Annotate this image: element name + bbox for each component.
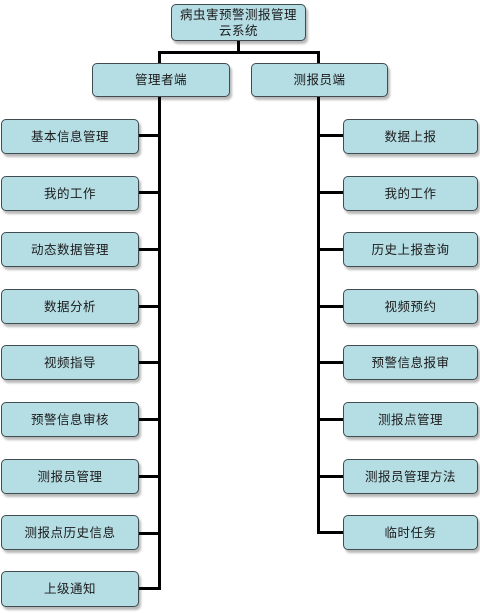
connector-reporter-item-2 <box>317 191 344 194</box>
connector-reporter-item-7 <box>317 475 344 478</box>
root-node: 病虫害预警测报管理 云系统 <box>171 4 306 41</box>
admin-item-1: 基本信息管理 <box>1 119 139 154</box>
admin-branch-node: 管理者端 <box>92 63 230 97</box>
connector-admin-item-3 <box>139 248 161 251</box>
connector-admin-item-4 <box>139 305 161 308</box>
admin-item-5: 视频指导 <box>1 345 139 380</box>
admin-item-2: 我的工作 <box>1 176 139 211</box>
connector-admin-spine <box>158 97 161 589</box>
connector-reporter-item-3 <box>317 248 344 251</box>
connector-admin-item-5 <box>139 361 161 364</box>
admin-item-3: 动态数据管理 <box>1 232 139 267</box>
reporter-item-4: 视频预约 <box>343 289 478 324</box>
reporter-item-3: 历史上报查询 <box>343 232 478 267</box>
connector-reporter-spine <box>317 97 320 533</box>
connector-admin-item-7 <box>139 475 161 478</box>
root-title-line-1: 病虫害预警测报管理 <box>179 6 297 22</box>
connector-admin-drop <box>158 51 161 64</box>
connector-branch-bar <box>158 51 320 54</box>
connector-reporter-item-8 <box>317 531 344 534</box>
admin-item-7: 测报员管理 <box>1 459 139 494</box>
connector-root-stem <box>237 41 240 53</box>
admin-item-6: 预警信息审核 <box>1 402 139 437</box>
connector-reporter-item-4 <box>317 305 344 308</box>
root-title-line-2: 云系统 <box>218 22 258 38</box>
connector-admin-item-9 <box>139 587 161 590</box>
admin-item-9: 上级通知 <box>1 571 139 607</box>
admin-item-8: 测报点历史信息 <box>1 515 139 550</box>
connector-admin-item-2 <box>139 191 161 194</box>
admin-item-4: 数据分析 <box>1 289 139 324</box>
connector-admin-item-1 <box>139 134 161 137</box>
reporter-branch-node: 测报员端 <box>251 63 388 97</box>
reporter-item-7: 测报员管理方法 <box>343 459 478 494</box>
connector-admin-item-6 <box>139 418 161 421</box>
reporter-item-6: 测报点管理 <box>343 402 478 437</box>
connector-reporter-item-5 <box>317 361 344 364</box>
connector-reporter-item-1 <box>317 134 344 137</box>
reporter-item-1: 数据上报 <box>343 119 478 154</box>
connector-reporter-item-6 <box>317 418 344 421</box>
reporter-item-2: 我的工作 <box>343 176 478 211</box>
connector-reporter-drop <box>317 51 320 64</box>
reporter-item-8: 临时任务 <box>343 515 478 550</box>
connector-admin-item-8 <box>139 532 161 535</box>
reporter-item-5: 预警信息报审 <box>343 345 478 380</box>
